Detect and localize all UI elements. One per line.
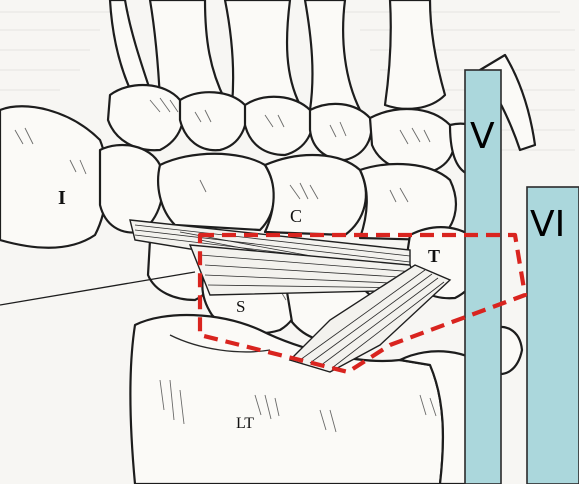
label-compartment-v: V: [470, 116, 495, 157]
label-triquetrum: T: [428, 246, 440, 266]
label-compartment-vi: VI: [530, 204, 565, 245]
capitate-bone: [158, 154, 274, 230]
trapezoid-bone: [100, 145, 163, 233]
label-first-bone: I: [58, 187, 66, 209]
mc-base-5: [310, 104, 371, 160]
label-capitate: C: [290, 206, 302, 226]
label-lunotriquetral: LT: [236, 415, 254, 432]
label-scaphoid: S: [236, 297, 245, 316]
